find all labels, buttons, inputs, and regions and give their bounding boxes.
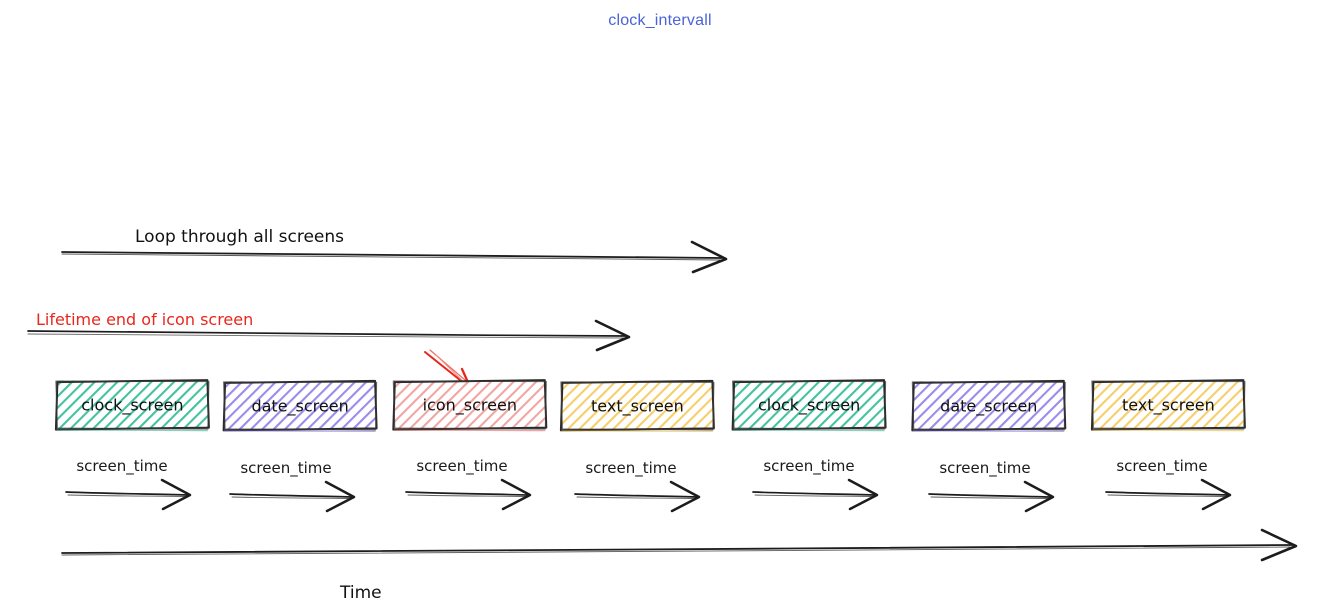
time-axis-label: Time xyxy=(339,583,382,603)
screen-box-label: date_screen xyxy=(251,396,348,416)
screen-box-icon-screen-2[interactable]: icon_screen xyxy=(392,379,548,432)
screen-time-label: screen_time xyxy=(416,457,507,476)
screen-time-label: screen_time xyxy=(763,457,854,476)
screen-time-arrow-line-shadow xyxy=(930,496,1049,499)
screen-box-clock-screen-0[interactable]: clock_screen xyxy=(54,379,210,432)
screen-box-label: icon_screen xyxy=(423,396,517,416)
screen-time-label: screen_time xyxy=(585,459,676,478)
screen-box-label: text_screen xyxy=(1122,396,1215,416)
screen-time-arrow-line xyxy=(65,491,188,496)
screen-time-arrowhead xyxy=(324,480,356,513)
time-axis: Time xyxy=(61,528,1298,603)
screen-box-fill xyxy=(393,380,546,429)
screen-time-arrowhead xyxy=(1200,478,1232,511)
screen-time-arrowhead xyxy=(847,478,879,511)
lifetime-arrow xyxy=(27,319,631,352)
screen-time-label: screen_time xyxy=(939,459,1030,478)
screen-box-outline xyxy=(911,381,1066,431)
screen-box-outline xyxy=(1092,429,1244,432)
screen-boxes-group: clock_screen date_screen icon_screen text_s… xyxy=(54,379,1246,432)
screen-box-fill xyxy=(733,380,886,429)
screen-time-label: screen_time xyxy=(76,457,167,476)
screen-time-arrowhead xyxy=(1023,480,1055,513)
screen-box-label: clock_screen xyxy=(758,396,860,416)
screen-time-arrow-line-shadow xyxy=(754,494,873,497)
screen-box-outline xyxy=(393,429,546,432)
screen-time-group: screen_time screen_time screen_time screen_… xyxy=(65,457,1232,513)
page-title: clock_intervall xyxy=(608,12,712,29)
screen-box-outline xyxy=(560,381,715,431)
screen-box-outline xyxy=(392,380,547,430)
screen-time-arrow-line-shadow xyxy=(231,496,350,499)
screen-time-arrowhead xyxy=(669,480,701,513)
screen-time-arrow-line xyxy=(1105,491,1228,496)
screen-box-fill xyxy=(224,381,377,430)
screen-box-outline xyxy=(223,381,378,431)
screen-time-arrow-line-shadow xyxy=(67,494,186,497)
screen-box-outline xyxy=(224,430,376,432)
screen-time-arrow-line xyxy=(229,493,352,498)
loop-annotation: Loop through all screens xyxy=(61,227,728,274)
screen-box-fill xyxy=(561,381,714,430)
screen-time-item-0: screen_time xyxy=(65,457,192,511)
screen-time-item-2: screen_time xyxy=(405,457,532,511)
lifetime-arrowhead xyxy=(594,319,631,352)
lifetime-label: Lifetime end of icon screen xyxy=(36,310,253,329)
screen-time-arrow-line-shadow xyxy=(576,496,695,499)
screen-time-item-1: screen_time xyxy=(229,459,356,513)
screen-time-item-6: screen_time xyxy=(1105,457,1232,511)
screen-box-outline xyxy=(733,429,885,432)
screen-box-label: clock_screen xyxy=(81,396,183,416)
lifetime-annotation: Lifetime end of icon screen xyxy=(27,310,631,352)
screen-time-item-5: screen_time xyxy=(928,459,1055,513)
time-axis-arrowhead xyxy=(1260,528,1298,562)
screen-time-item-3: screen_time xyxy=(574,459,701,513)
screen-box-outline xyxy=(561,430,713,432)
screen-box-date-screen-1[interactable]: date_screen xyxy=(222,379,378,432)
loop-label: Loop through all screens xyxy=(135,227,344,247)
screen-box-outline xyxy=(1091,380,1246,430)
screen-box-label: date_screen xyxy=(940,396,1037,416)
screen-box-outline xyxy=(732,380,887,430)
screen-time-label: screen_time xyxy=(1116,457,1207,476)
screen-box-text-screen-6[interactable]: text_screen xyxy=(1090,379,1246,432)
screen-time-arrow-line xyxy=(405,491,528,496)
screen-time-arrow-line-shadow xyxy=(407,494,526,497)
loop-arrowhead xyxy=(690,240,728,274)
screen-time-arrow-line-shadow xyxy=(1107,494,1226,497)
screen-box-outline xyxy=(55,380,210,430)
screen-time-arrowhead xyxy=(160,478,192,511)
screen-time-arrow-line xyxy=(574,493,697,498)
screen-box-fill xyxy=(912,381,1065,430)
screen-box-text-screen-3[interactable]: text_screen xyxy=(559,379,715,432)
screen-box-clock-screen-4[interactable]: clock_screen xyxy=(731,379,887,432)
screen-box-label: text_screen xyxy=(591,396,684,416)
screen-box-fill xyxy=(1092,380,1245,429)
screen-box-outline xyxy=(912,430,1065,432)
screen-time-arrowhead xyxy=(500,478,532,511)
screen-box-outline xyxy=(56,429,208,432)
screen-time-arrow-line xyxy=(928,493,1051,498)
screen-time-item-4: screen_time xyxy=(752,457,879,511)
screen-time-arrow-line xyxy=(752,491,875,496)
screen-time-label: screen_time xyxy=(240,459,331,478)
screen-box-fill xyxy=(56,380,209,429)
screen-box-date-screen-5[interactable]: date_screen xyxy=(911,379,1067,432)
